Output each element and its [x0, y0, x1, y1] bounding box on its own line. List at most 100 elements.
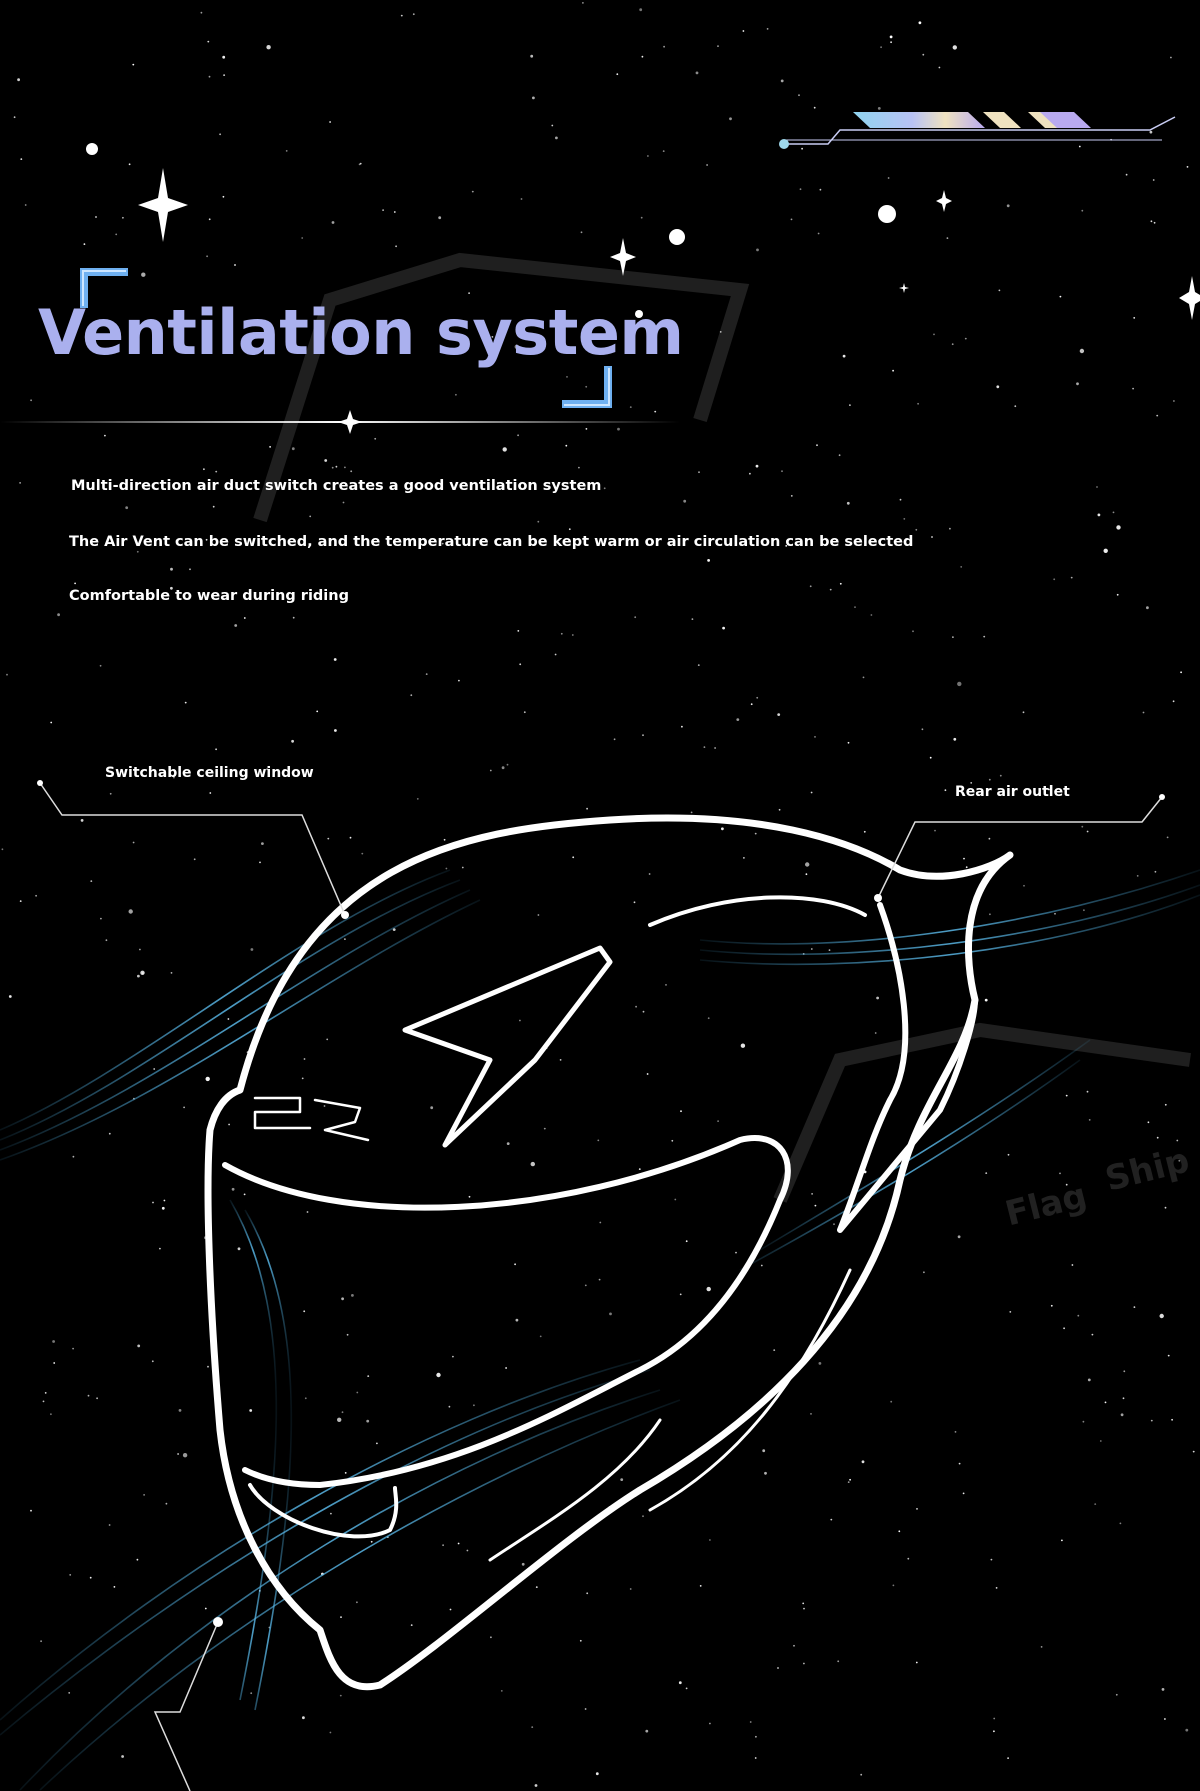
star — [755, 1735, 757, 1738]
star — [303, 1058, 306, 1060]
callout-ceiling-window: Switchable ceiling window — [105, 765, 314, 781]
star — [721, 827, 724, 831]
star — [72, 1155, 75, 1158]
title-divider — [0, 410, 680, 434]
star — [781, 470, 783, 473]
star — [165, 1502, 168, 1505]
star — [799, 188, 802, 191]
star — [755, 464, 759, 468]
star — [646, 1073, 649, 1075]
star — [215, 748, 218, 751]
star — [519, 663, 522, 666]
star — [466, 1549, 469, 1552]
star — [671, 1139, 674, 1142]
star — [223, 74, 226, 76]
star — [654, 410, 657, 413]
star — [756, 696, 759, 699]
star — [837, 1660, 840, 1663]
star — [1063, 1327, 1065, 1330]
star — [234, 624, 238, 627]
star — [750, 703, 753, 706]
star — [183, 1106, 186, 1109]
star — [634, 616, 637, 619]
star — [266, 768, 268, 771]
star — [520, 198, 523, 200]
star — [324, 459, 328, 462]
star — [719, 331, 722, 333]
star — [491, 336, 494, 338]
star — [222, 55, 226, 59]
star — [342, 501, 345, 504]
star — [1164, 1103, 1167, 1106]
star — [946, 237, 949, 240]
star — [892, 369, 894, 372]
star — [96, 1397, 98, 1400]
star — [1087, 1378, 1091, 1382]
star — [104, 434, 106, 437]
star — [678, 1681, 682, 1685]
star — [161, 1206, 165, 1210]
star — [489, 769, 492, 772]
star — [152, 1201, 154, 1204]
star — [442, 1544, 444, 1547]
star — [505, 1367, 507, 1369]
star — [709, 1722, 711, 1725]
star — [1150, 220, 1153, 223]
star — [395, 245, 397, 248]
star — [19, 482, 21, 484]
star — [551, 124, 554, 127]
star — [629, 406, 632, 408]
star — [57, 613, 60, 617]
star — [957, 1235, 961, 1239]
star — [662, 150, 665, 153]
star — [876, 996, 879, 1000]
star — [250, 948, 254, 951]
star — [760, 1264, 763, 1267]
star — [448, 1405, 451, 1408]
sparkle-icon — [138, 168, 188, 242]
star — [810, 791, 813, 794]
star — [1094, 1503, 1097, 1505]
star — [988, 837, 991, 840]
star — [42, 1400, 45, 1403]
sparkle-icon — [610, 238, 636, 276]
star — [912, 630, 914, 633]
star — [351, 1294, 354, 1297]
star — [329, 121, 331, 123]
star — [346, 1333, 349, 1336]
star — [706, 164, 708, 166]
star — [803, 1607, 805, 1610]
star — [136, 550, 139, 553]
star — [309, 515, 312, 518]
star — [996, 385, 1000, 389]
star — [1146, 606, 1149, 610]
star — [934, 829, 936, 832]
star — [531, 1726, 534, 1728]
star — [205, 538, 208, 541]
star — [1099, 1440, 1102, 1442]
feature-description: Multi-direction air duct switch creates … — [71, 478, 602, 494]
star — [537, 914, 540, 916]
star — [228, 1123, 231, 1126]
star — [617, 427, 620, 431]
star — [327, 837, 330, 840]
star — [819, 188, 822, 191]
star — [412, 13, 415, 16]
star — [957, 681, 962, 687]
star — [367, 1375, 370, 1377]
star — [585, 385, 588, 388]
star — [1185, 1728, 1189, 1732]
star — [585, 428, 588, 430]
star — [137, 974, 140, 978]
star — [722, 626, 725, 630]
star — [331, 221, 335, 224]
star — [849, 1478, 851, 1481]
star — [189, 568, 191, 571]
star — [922, 53, 925, 56]
star — [838, 454, 841, 457]
star — [141, 272, 146, 277]
star — [24, 204, 27, 206]
star — [1048, 788, 1050, 791]
star — [714, 747, 716, 749]
star — [1173, 400, 1175, 402]
